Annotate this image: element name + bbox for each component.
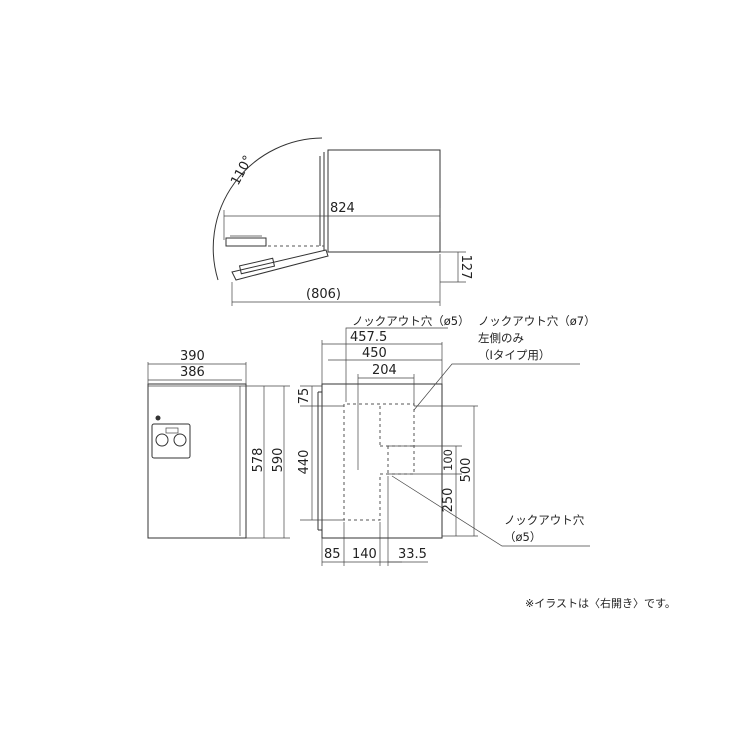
dim-386: 386 <box>180 365 205 380</box>
knockout-b-label-3: （Iタイプ用） <box>478 348 550 362</box>
knockout-c-label-2: （ø5） <box>504 530 541 544</box>
dim-85: 85 <box>324 547 341 562</box>
knockout-a-label: ノックアウト穴（ø5） <box>352 314 470 328</box>
lock-panel <box>151 423 191 459</box>
dim-127: 127 <box>458 255 473 280</box>
dial-left-icon <box>155 433 169 447</box>
dim-824: 824 <box>330 201 355 216</box>
keyhole-icon <box>155 415 161 421</box>
top-view: 824 (806) 127 110° <box>212 137 473 306</box>
side-cabinet <box>321 383 443 539</box>
dim-578: 578 <box>251 448 266 473</box>
door-swing-arc <box>212 137 323 281</box>
leader-knockout-b <box>413 363 580 411</box>
side-view: 457.5 450 204 75 440 100 250 500 85 140 <box>297 314 596 566</box>
dim-75: 75 <box>297 388 312 405</box>
knockout-b-label-2: 左側のみ <box>478 331 524 345</box>
dim-450: 450 <box>362 346 387 361</box>
dim-33-5: 33.5 <box>398 547 427 562</box>
top-view-cabinet <box>327 149 441 253</box>
angled-door <box>231 249 329 281</box>
dim-806: (806) <box>306 287 341 302</box>
front-cabinet <box>147 383 247 539</box>
front-view: 390 386 578 590 <box>147 349 290 539</box>
knockout-pattern <box>343 403 415 521</box>
knockout-b-label-1: ノックアウト穴（ø7） <box>478 314 596 328</box>
leader-knockout-c <box>391 475 590 547</box>
dim-440: 440 <box>297 450 312 475</box>
dial-right-icon <box>173 433 187 447</box>
dim-100: 100 <box>441 449 455 471</box>
dim-390: 390 <box>180 349 205 364</box>
knockout-c-label-1: ノックアウト穴 <box>504 513 585 527</box>
dim-590: 590 <box>271 448 286 473</box>
dim-140: 140 <box>352 547 377 562</box>
dim-204: 204 <box>372 363 397 378</box>
dim-250: 250 <box>441 488 456 513</box>
footnote: ※イラストは〈右開き〉です。 <box>525 596 676 610</box>
angle-110: 110° <box>228 153 256 188</box>
leader-knockout-a <box>345 327 448 402</box>
dim-500: 500 <box>459 458 474 483</box>
dim-457-5: 457.5 <box>350 330 387 345</box>
